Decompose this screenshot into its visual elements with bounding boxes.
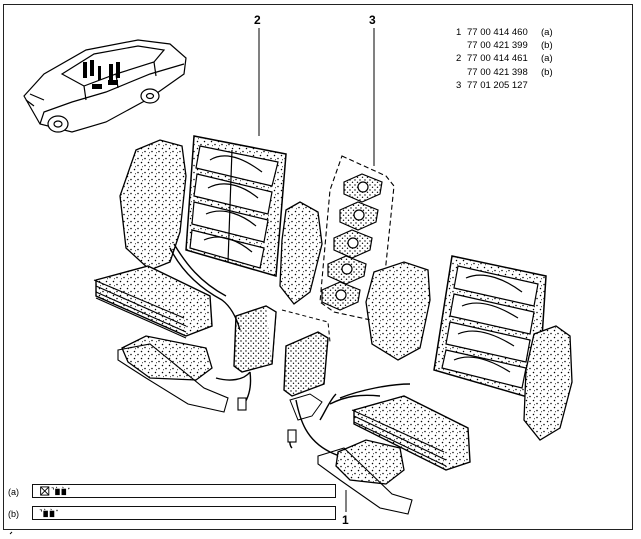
crossed-box-icon — [40, 486, 70, 496]
part-number: 77 00 421 398 — [467, 66, 528, 78]
callout-1: 1 — [342, 513, 349, 527]
legend-key-b: (b) — [8, 509, 19, 519]
left-control-module — [233, 305, 277, 373]
heater-elements-3 — [321, 173, 383, 311]
parts-list-row: 2 77 00 414 461 (a) — [456, 52, 553, 65]
legend-box-a — [32, 484, 336, 498]
connector-plug — [287, 429, 297, 443]
parts-list: 1 77 00 414 460 (a) 77 00 421 399 (b) 2 … — [456, 26, 553, 92]
wiring-harness — [169, 243, 411, 461]
diagram-frame — [3, 4, 633, 530]
parts-list-row: 77 00 421 399 (b) — [456, 39, 553, 52]
part-number: 77 00 421 399 — [467, 40, 528, 52]
callout-leaders — [258, 28, 375, 512]
part-ref: 3 — [456, 79, 462, 91]
left-cushion — [93, 265, 213, 339]
connector-plug — [237, 397, 247, 411]
center-control-module — [283, 331, 329, 421]
callout-3: 3 — [369, 13, 376, 27]
part-number: 77 01 205 127 — [467, 79, 528, 91]
right-seat-right-bolster — [523, 325, 573, 441]
left-seat-right-bolster — [279, 201, 323, 305]
parts-list-row: 77 00 421 398 (b) — [456, 66, 553, 79]
part-variant: (b) — [541, 40, 553, 52]
right-seat-left-bolster — [365, 261, 431, 361]
right-backrest-pad — [433, 255, 547, 401]
part-variant: (a) — [541, 27, 553, 38]
left-side-bolster — [119, 139, 187, 271]
right-cushion — [351, 395, 471, 471]
car-thumbnail — [23, 39, 187, 133]
parts-list-row: 1 77 00 414 460 (a) — [456, 26, 553, 39]
part-variant: (b) — [541, 66, 553, 78]
legend-key-a: (a) — [8, 487, 19, 497]
part-number: 77 00 414 460 — [467, 27, 528, 38]
part-ref: 2 — [456, 53, 462, 65]
parts-list-row: 3 77 01 205 127 — [456, 79, 553, 92]
legend-box-b — [32, 506, 336, 520]
part-variant: (a) — [541, 53, 553, 65]
part-number: 77 00 414 461 — [467, 53, 528, 65]
seat-symbol-icon — [51, 486, 70, 496]
part-ref — [456, 39, 467, 52]
part-ref: 1 — [456, 27, 462, 38]
left-bracket — [117, 343, 229, 413]
seat-symbol-icon — [39, 508, 58, 518]
right-bracket — [317, 447, 413, 515]
left-backrest-pad — [185, 135, 287, 277]
part-ref — [456, 66, 467, 79]
group-outline-3 — [319, 155, 395, 323]
callout-2: 2 — [254, 13, 261, 27]
right-heating-mat-1 — [335, 439, 405, 485]
